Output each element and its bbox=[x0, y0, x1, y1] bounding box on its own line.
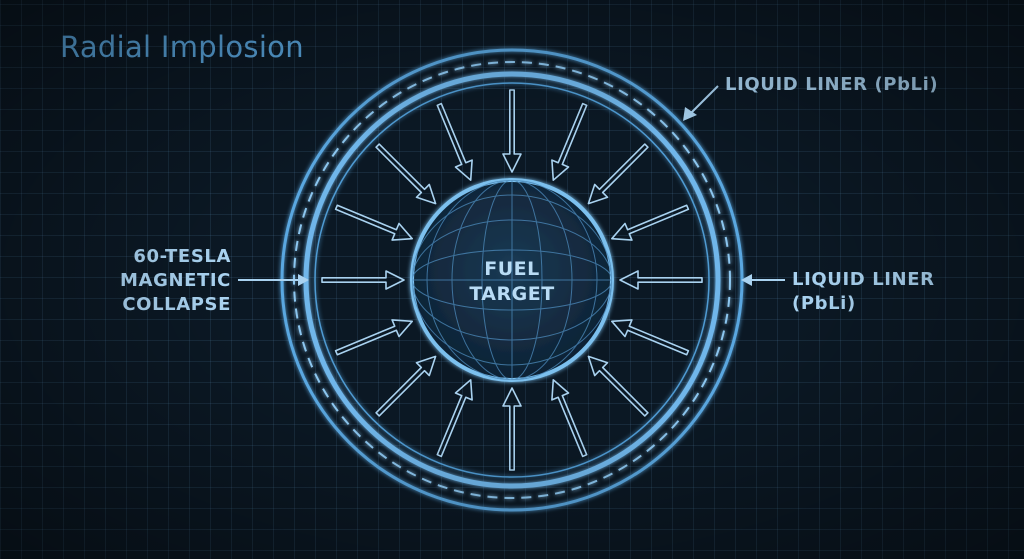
magnetic-label-line2: MAGNETIC bbox=[120, 270, 231, 291]
inward-arrow bbox=[334, 204, 414, 241]
diagram-title: Radial Implosion bbox=[60, 30, 304, 64]
liquid-liner-label-right-line2: (PbLi) bbox=[792, 293, 856, 314]
magnetic-label-line1: 60-TESLA bbox=[133, 246, 231, 267]
inward-arrow bbox=[436, 102, 473, 181]
liquid-liner-label-top-text: LIQUID LINER (PbLi) bbox=[725, 74, 939, 95]
inward-arrow bbox=[321, 270, 405, 290]
fuel-target-label: FUEL TARGET bbox=[452, 257, 572, 307]
magnetic-collapse-label: 60-TESLA MAGNETIC COLLAPSE bbox=[100, 245, 231, 317]
inward-arrow bbox=[375, 143, 437, 205]
inward-arrow bbox=[502, 89, 522, 173]
callout-arrows bbox=[238, 85, 785, 281]
inward-arrow bbox=[587, 143, 649, 205]
inward-arrow bbox=[551, 378, 588, 458]
inward-arrow bbox=[610, 319, 690, 356]
inward-arrow bbox=[436, 378, 473, 458]
callout-left-head bbox=[298, 274, 309, 286]
inward-arrows bbox=[321, 89, 703, 471]
fuel-label-line2: TARGET bbox=[469, 283, 555, 305]
callout-arrowheads bbox=[298, 107, 752, 286]
liquid-liner-label-top: LIQUID LINER (PbLi) bbox=[725, 73, 938, 97]
fuel-label-line1: FUEL bbox=[484, 258, 540, 280]
callout-right-head bbox=[741, 274, 752, 286]
inward-arrow bbox=[334, 319, 414, 356]
inward-arrow bbox=[610, 204, 690, 241]
callout-top-right-head bbox=[683, 107, 697, 121]
callout-top-right-line bbox=[687, 85, 719, 117]
inward-arrow bbox=[551, 102, 588, 181]
liquid-liner-label-right: LIQUID LINER (PbLi) bbox=[792, 268, 935, 316]
fuel-sphere-grid bbox=[412, 180, 612, 380]
inward-arrow bbox=[375, 355, 437, 417]
inward-arrow bbox=[502, 387, 522, 471]
magnetic-label-line3: COLLAPSE bbox=[122, 294, 231, 315]
liquid-liner-label-right-line1: LIQUID LINER bbox=[792, 269, 935, 290]
inner-ring bbox=[314, 82, 710, 478]
inward-arrow bbox=[587, 355, 649, 417]
inward-arrow bbox=[619, 270, 703, 290]
